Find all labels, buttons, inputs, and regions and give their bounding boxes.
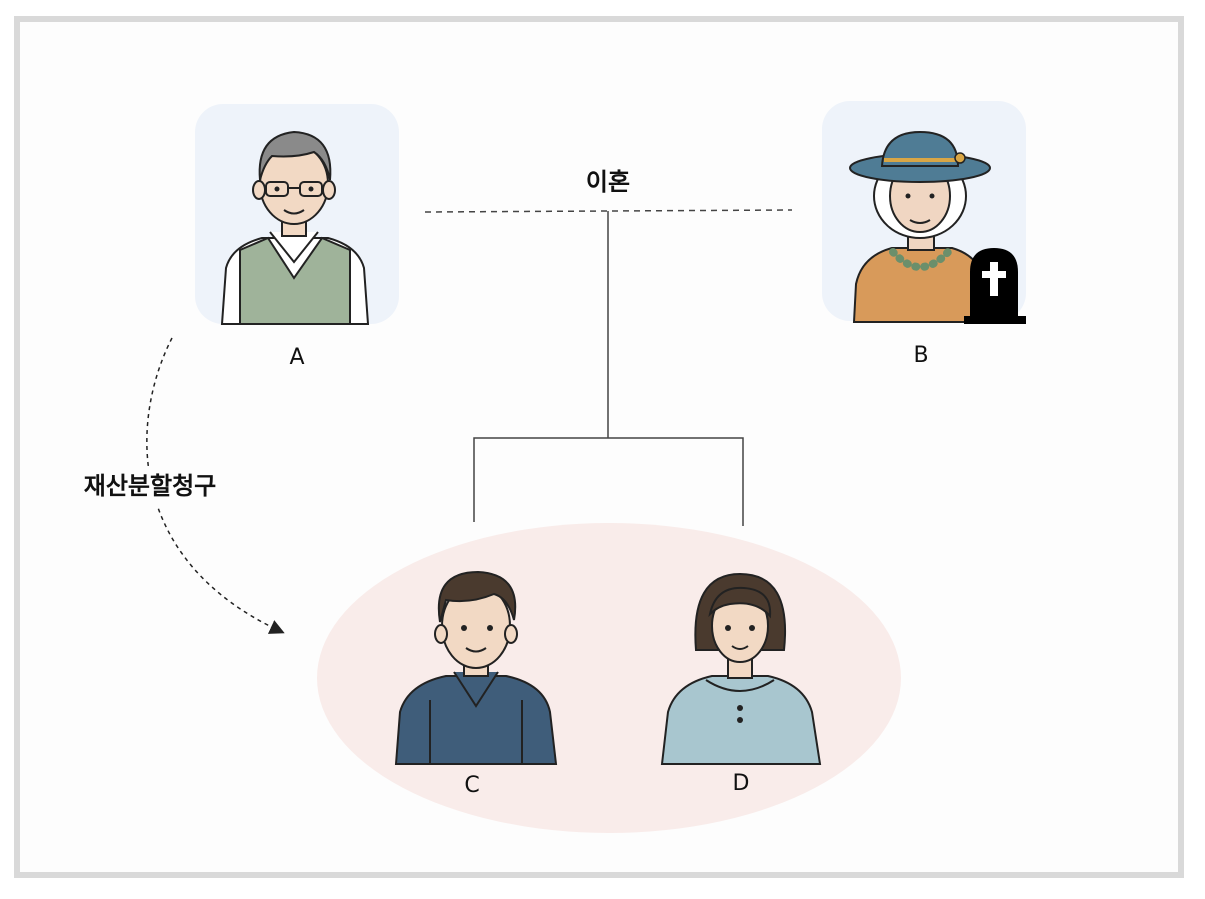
heirs-group-ellipse [317, 523, 901, 833]
elderly-woman-icon [849, 130, 991, 323]
tombstone-cross-icon [964, 248, 1026, 324]
elderly-man-icon [220, 130, 370, 325]
children-branch-line [473, 437, 744, 526]
person-b-label: B [913, 343, 928, 368]
young-man-icon [394, 570, 558, 765]
person-d: D [660, 572, 822, 796]
claim-label: 재산분할청구 [84, 472, 216, 500]
person-c-label: C [464, 773, 479, 798]
claim-label-bg [72, 466, 228, 506]
person-a: A [195, 104, 399, 370]
person-c: C [394, 570, 558, 798]
divorce-label: 이혼 [586, 168, 630, 196]
young-woman-icon [660, 572, 822, 765]
person-a-label: A [289, 345, 304, 370]
person-b: B [822, 101, 1026, 368]
person-d-label: D [733, 771, 750, 796]
